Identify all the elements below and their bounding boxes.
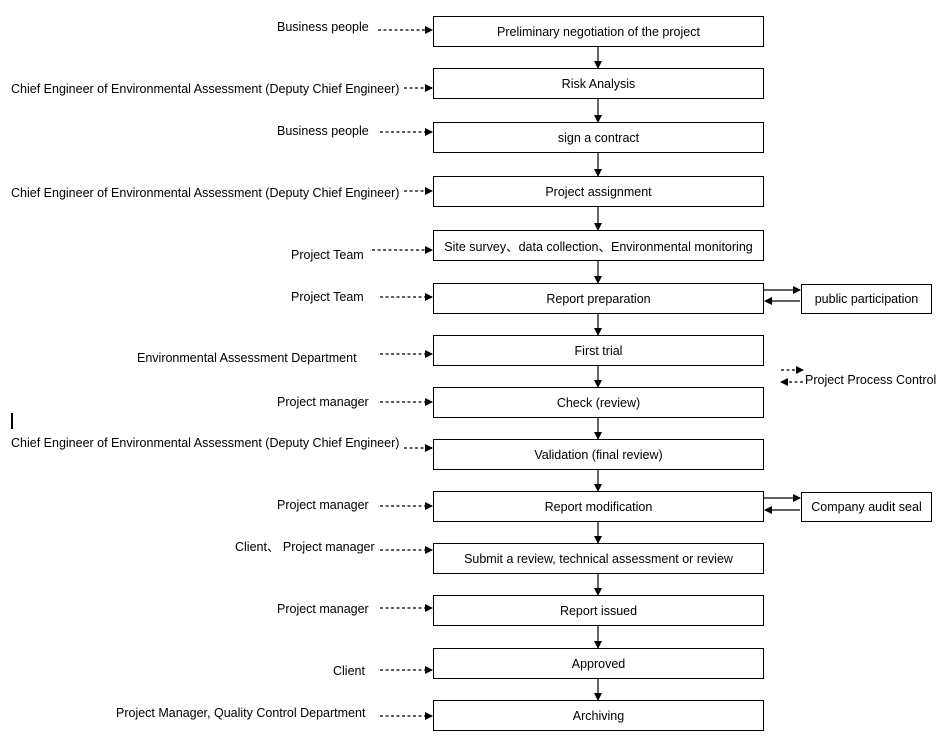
actor-label: Project manager: [277, 602, 369, 616]
step-label: Report preparation: [546, 291, 651, 306]
step-box-sign-contract: sign a contract: [433, 122, 764, 153]
step-label: First trial: [574, 343, 623, 358]
step-box-submit-review: Submit a review, technical assessment or…: [433, 543, 764, 574]
side-box-label: public participation: [814, 292, 919, 306]
step-label: Report modification: [544, 499, 653, 514]
actor-label: Business people: [277, 20, 369, 34]
step-label: Approved: [571, 656, 626, 671]
step-box-preliminary-negotiation: Preliminary negotiation of the project: [433, 16, 764, 47]
step-label: Preliminary negotiation of the project: [497, 24, 700, 39]
actor-label: Business people: [277, 124, 369, 138]
step-box-site-survey: Site survey、data collection、Environmenta…: [433, 230, 764, 261]
step-label: Risk Analysis: [561, 76, 636, 91]
step-box-validation: Validation (final review): [433, 439, 764, 470]
actor-label: Project Team: [291, 248, 364, 262]
actor-label: Client、 Project manager: [235, 540, 375, 554]
side-box-label: Company audit seal: [811, 500, 922, 514]
step-box-report-modification: Report modification: [433, 491, 764, 522]
actor-label: Client: [333, 664, 365, 678]
step-box-report-issued: Report issued: [433, 595, 764, 626]
step-label: Check (review): [556, 395, 641, 410]
step-label: Project assignment: [545, 184, 652, 199]
step-box-risk-analysis: Risk Analysis: [433, 68, 764, 99]
actor-label: Project manager: [277, 498, 369, 512]
actor-label: Chief Engineer of Environmental Assessme…: [11, 436, 400, 450]
step-box-approved: Approved: [433, 648, 764, 679]
actor-label: Environmental Assessment Department: [137, 351, 357, 365]
actor-label: Chief Engineer of Environmental Assessme…: [11, 82, 400, 96]
step-box-project-assignment: Project assignment: [433, 176, 764, 207]
step-label: sign a contract: [557, 130, 640, 145]
side-box-company-audit-seal: Company audit seal: [801, 492, 932, 522]
actor-label: Chief Engineer of Environmental Assessme…: [11, 186, 400, 200]
actor-label: Project Team: [291, 290, 364, 304]
step-label: Validation (final review): [534, 447, 663, 462]
step-box-archiving: Archiving: [433, 700, 764, 731]
step-label: Submit a review, technical assessment or…: [464, 551, 733, 566]
side-box-public-participation: public participation: [801, 284, 932, 314]
step-box-check-review: Check (review): [433, 387, 764, 418]
step-label: Archiving: [572, 708, 625, 723]
actor-label: Project manager: [277, 395, 369, 409]
step-box-first-trial: First trial: [433, 335, 764, 366]
step-label: Report issued: [559, 603, 638, 618]
text-cursor: [11, 413, 13, 429]
step-label: Site survey、data collection、Environmenta…: [444, 240, 753, 254]
step-box-report-preparation: Report preparation: [433, 283, 764, 314]
legend-label: Project Process Control: [805, 373, 937, 387]
actor-label: Project Manager, Quality Control Departm…: [116, 706, 366, 720]
